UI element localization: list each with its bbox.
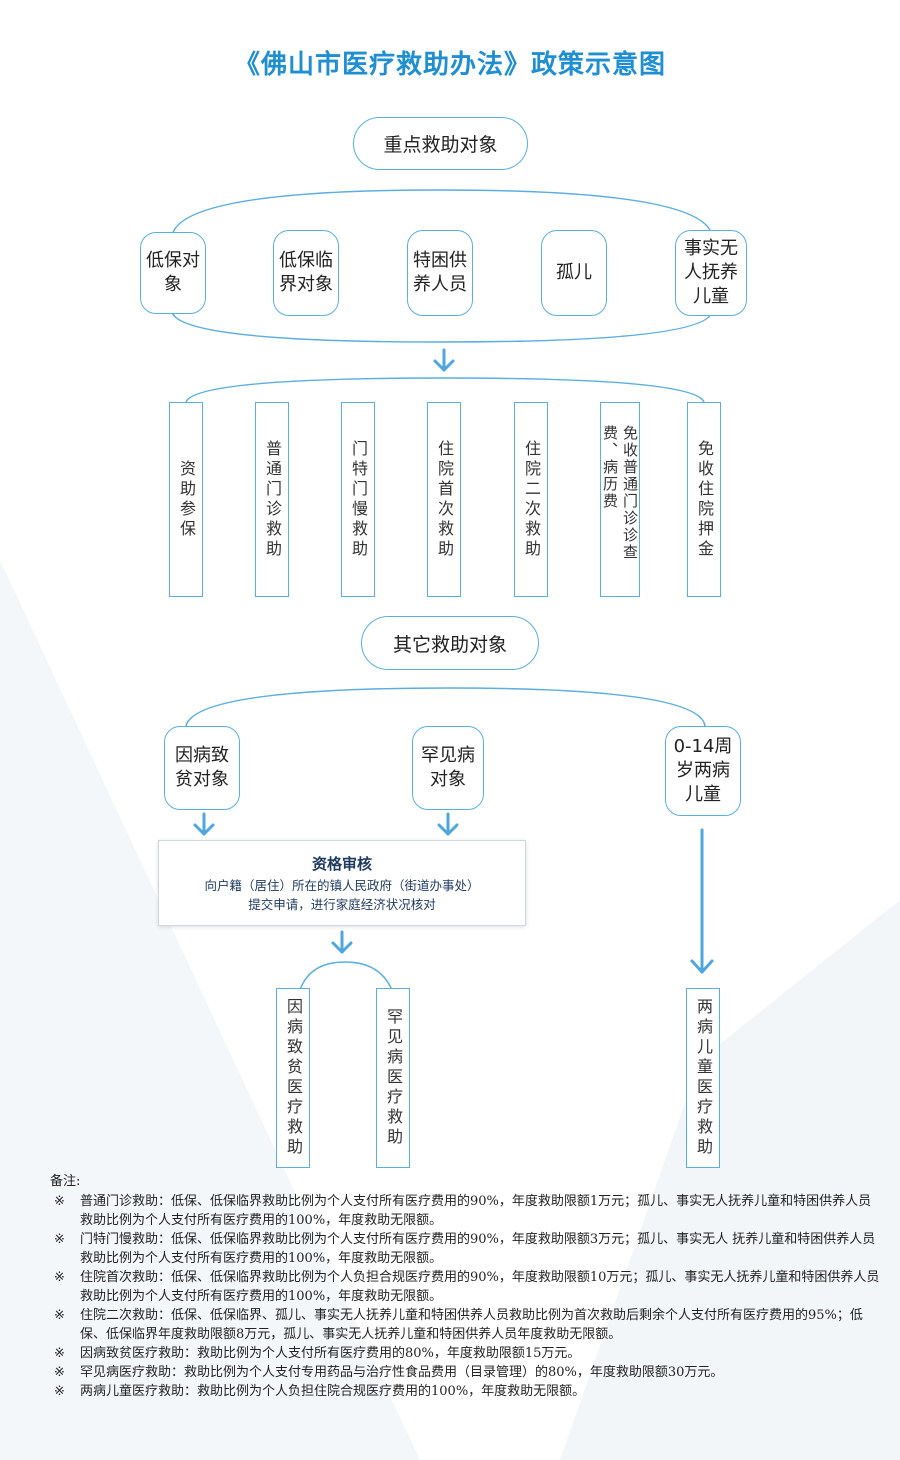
key-group-orphan: 孤儿 [541, 230, 607, 316]
outcome-children-aid: 两病儿童医疗救助 [686, 988, 720, 1168]
outcome-poverty-illness-aid: 因病致贫医疗救助 [276, 988, 310, 1168]
qualification-review-box: 资格审核 向户籍（居住）所在的镇人民政府（街道办事处） 提交申请，进行家庭经济状… [158, 840, 526, 926]
qualification-title: 资格审核 [311, 855, 372, 873]
key-recipients-header: 重点救助对象 [353, 117, 528, 170]
benefit-fee-waiver: 免收普通门诊诊查费、病历费 [600, 402, 640, 597]
note-item: ※两病儿童医疗救助：救助比例为个人负担住院合规医疗费用的100%，年度救助无限额… [54, 1384, 586, 1399]
benefit-outpatient: 普通门诊救助 [255, 402, 289, 597]
other-group-children: 0-14周岁两病儿童 [665, 726, 741, 816]
key-group-unsupported-children: 事实无人抚养儿童 [675, 230, 747, 316]
key-group-dibao-linjie: 低保临界对象 [273, 230, 339, 316]
other-group-rare-disease: 罕见病对象 [412, 726, 484, 810]
note-item: ※门特门慢救助：低保、低保临界救助比例为个人支付所有医疗费用的90%，年度救助限… [54, 1232, 876, 1266]
benefit-hospital-second: 住院二次救助 [514, 402, 548, 597]
notes-section: 备注: ※普通门诊救助：低保、低保临界救助比例为个人支付所有医疗费用的90%，年… [50, 1172, 880, 1401]
note-item: ※罕见病医疗救助：救助比例为个人支付专用药品与治疗性食品费用（目录管理）的80%… [54, 1365, 724, 1380]
key-group-dibao: 低保对象 [140, 232, 206, 314]
note-item: ※住院首次救助：低保、低保临界救助比例为个人负担合规医疗费用的90%，年度救助限… [54, 1270, 880, 1304]
benefit-special-outpatient: 门特门慢救助 [341, 402, 375, 597]
other-recipients-header: 其它救助对象 [361, 616, 539, 670]
note-item: ※因病致贫医疗救助：救助比例为个人支付所有医疗费用的80%，年度救助限额15万元… [54, 1346, 581, 1361]
qualification-line-2: 提交申请，进行家庭经济状况核对 [248, 897, 436, 912]
qualification-line-1: 向户籍（居住）所在的镇人民政府（街道办事处） [204, 878, 480, 893]
outcome-rare-disease-aid: 罕见病医疗救助 [376, 988, 410, 1168]
benefit-hospital-first: 住院首次救助 [427, 402, 461, 597]
other-group-poverty-illness: 因病致贫对象 [164, 726, 240, 810]
benefit-deposit-waiver: 免收住院押金 [687, 402, 721, 597]
page-title: 《佛山市医疗救助办法》政策示意图 [233, 50, 666, 80]
benefit-insurance-subsidy: 资助参保 [169, 402, 203, 597]
note-item: ※普通门诊救助：低保、低保临界救助比例为个人支付所有医疗费用的90%，年度救助限… [54, 1194, 872, 1228]
key-group-tekun: 特困供养人员 [407, 230, 473, 316]
notes-heading: 备注: [50, 1174, 81, 1189]
note-item: ※住院二次救助：低保、低保临界、孤儿、事实无人抚养儿童和特困供养人员救助比例为首… [54, 1308, 863, 1342]
